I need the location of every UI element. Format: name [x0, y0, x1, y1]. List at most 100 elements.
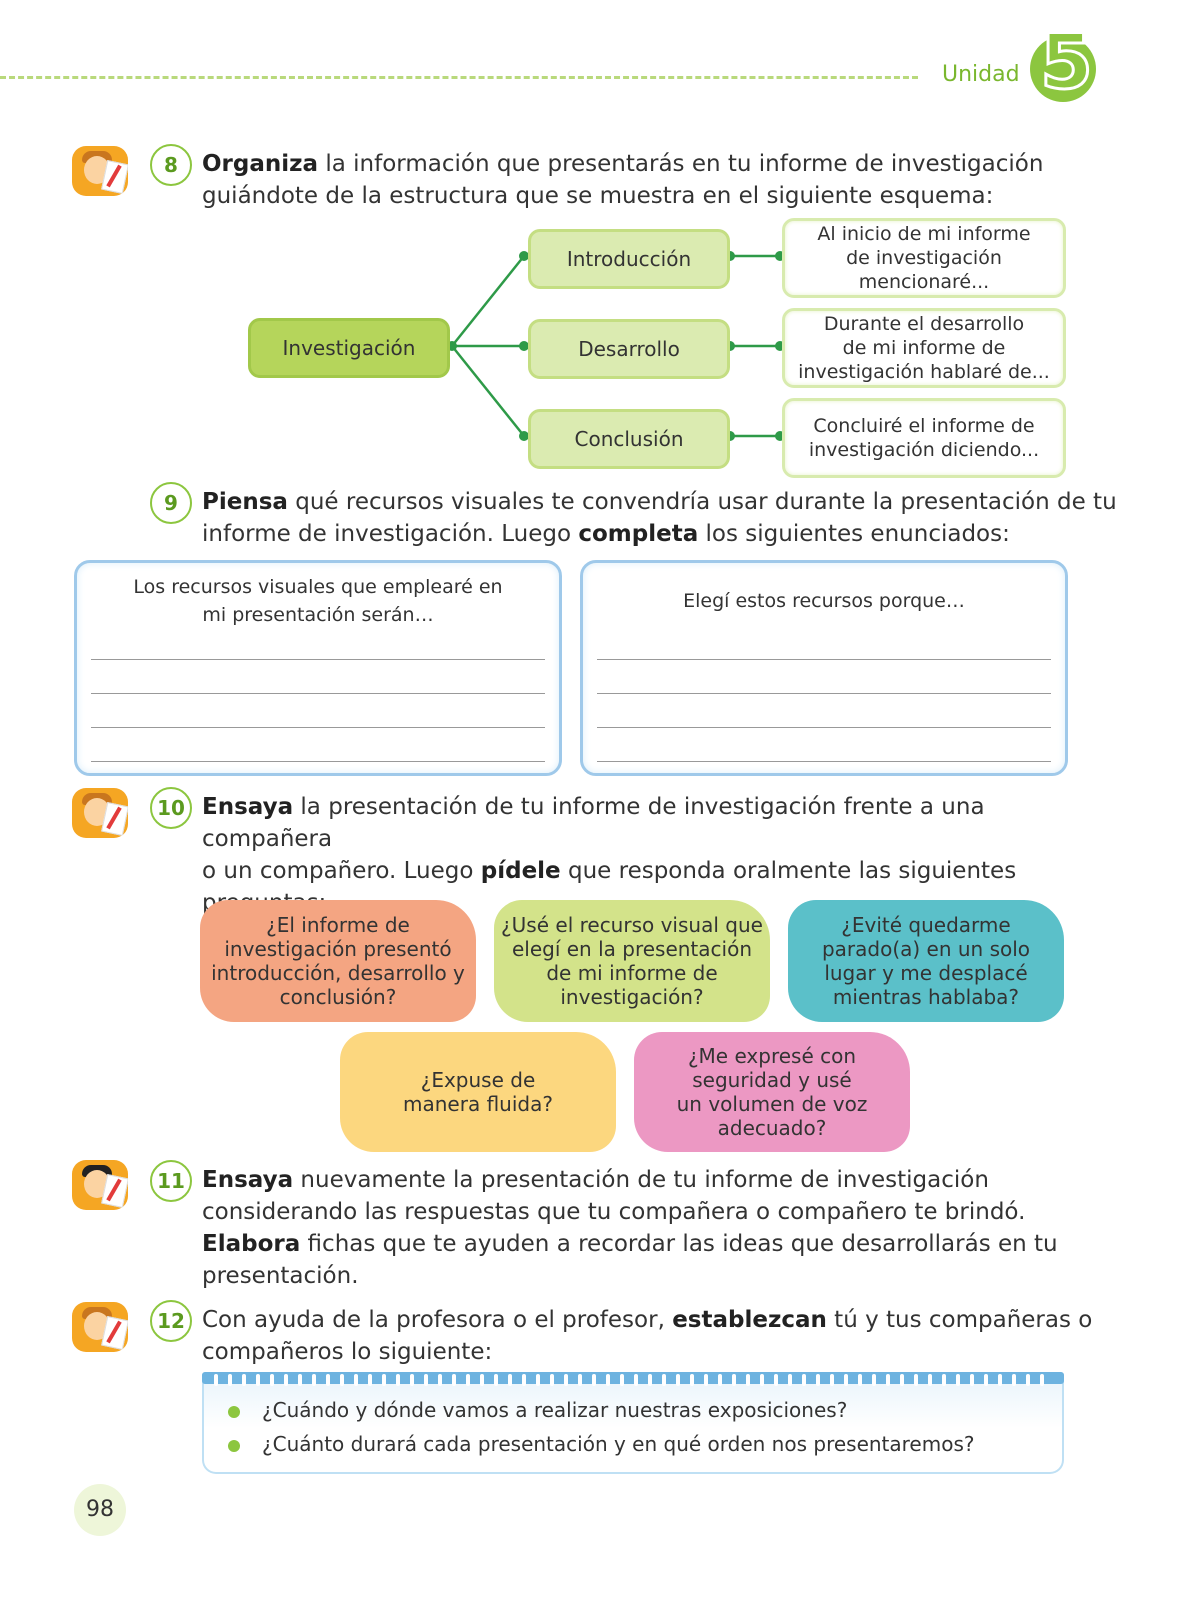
spiral-ring	[1012, 1374, 1016, 1386]
activity-10-bold2: pídele	[480, 858, 561, 884]
bubble-line: elegí en la presentación	[511, 937, 752, 961]
activity-9-text: Piensa qué recursos visuales te convendr…	[202, 486, 1122, 550]
bubble-line: adecuado?	[717, 1116, 827, 1140]
detail-line: investigación diciendo...	[808, 439, 1040, 461]
activity-11-line2: considerando las respuestas que tu compa…	[202, 1199, 1026, 1225]
bubble-line: investigación presentó	[224, 937, 452, 961]
answer-line[interactable]	[91, 659, 545, 660]
spiral-ring	[550, 1374, 554, 1386]
spiral-ring	[494, 1374, 498, 1386]
spiral-ring	[228, 1374, 232, 1386]
diagram-branch-conclusion: Conclusión	[528, 409, 730, 469]
bubble-line: seguridad y usé	[692, 1068, 852, 1092]
spiral-ring	[578, 1374, 582, 1386]
spiral-ring	[1040, 1374, 1044, 1386]
spiral-ring	[340, 1374, 344, 1386]
activity-11-number: 11	[150, 1160, 192, 1202]
activity-10-bold1: Ensaya	[202, 794, 294, 820]
spiral-ring	[452, 1374, 456, 1386]
activity-9-bold1: Piensa	[202, 489, 288, 515]
bullet-icon	[228, 1439, 240, 1452]
spiral-ring	[704, 1374, 708, 1386]
write-box-reasons[interactable]: Elegí estos recursos porque…	[580, 560, 1068, 776]
spiral-ring	[438, 1374, 442, 1386]
checklist-item-text: ¿Cuándo y dónde vamos a realizar nuestra…	[262, 1398, 848, 1422]
detail-line: Al inicio de mi informe	[817, 223, 1031, 245]
notebook-checklist: ¿Cuándo y dónde vamos a realizar nuestra…	[202, 1372, 1064, 1474]
detail-line: investigación hablaré de...	[798, 361, 1050, 383]
spiral-ring	[564, 1374, 568, 1386]
activity-8-bold: Organiza	[202, 151, 319, 177]
activity-8-number: 8	[150, 144, 192, 186]
answer-line[interactable]	[597, 659, 1051, 660]
detail-line: mencionaré...	[858, 271, 990, 293]
spiral-ring	[774, 1374, 778, 1386]
question-bubble-structure: ¿El informe de investigación presentó in…	[200, 900, 476, 1022]
spiral-ring	[746, 1374, 750, 1386]
activity-9-bold2: completa	[578, 521, 699, 547]
write-box-title: Los recursos visuales que emplearé en mi…	[77, 573, 559, 629]
student-reading-icon	[72, 146, 128, 196]
spiral-ring	[984, 1374, 988, 1386]
checklist-item-text: ¿Cuánto durará cada presentación y en qu…	[262, 1432, 975, 1456]
bubble-line: mientras hablaba?	[832, 985, 1020, 1009]
answer-line[interactable]	[91, 727, 545, 728]
question-bubble-visual-resource: ¿Usé el recurso visual que elegí en la p…	[494, 900, 770, 1022]
bubble-line: ¿Usé el recurso visual que	[501, 913, 763, 937]
write-box-title-line: mi presentación serán…	[202, 604, 434, 626]
students-pair-icon	[72, 1302, 128, 1352]
bubble-line: ¿Me expresé con	[687, 1044, 857, 1068]
detail-line: Concluiré el informe de	[813, 415, 1035, 437]
activity-11-rest3: fichas que te ayuden a recordar las idea…	[300, 1231, 1058, 1257]
checklist-item: ¿Cuánto durará cada presentación y en qu…	[228, 1432, 975, 1456]
spiral-ring	[382, 1374, 386, 1386]
spiral-ring	[634, 1374, 638, 1386]
activity-12-text: Con ayuda de la profesora o el profesor,…	[202, 1304, 1102, 1368]
spiral-ring	[648, 1374, 652, 1386]
activity-12-line1a: Con ayuda de la profesora o el profesor,	[202, 1307, 673, 1333]
activity-10-rest1: la presentación de tu informe de investi…	[202, 794, 985, 852]
spiral-ring	[914, 1374, 918, 1386]
spiral-ring	[620, 1374, 624, 1386]
spiral-ring	[592, 1374, 596, 1386]
activity-10-line2a: o un compañero. Luego	[202, 858, 481, 884]
question-bubble-fluency: ¿Expuse de manera fluida?	[340, 1032, 616, 1152]
spiral-ring	[788, 1374, 792, 1386]
spiral-ring	[942, 1374, 946, 1386]
unit-number: 5	[1039, 17, 1095, 106]
write-box-title-line: Los recursos visuales que emplearé en	[133, 576, 503, 598]
spiral-ring	[718, 1374, 722, 1386]
answer-line[interactable]	[91, 761, 545, 762]
activity-12-number: 12	[150, 1300, 192, 1342]
student-writing-icon	[72, 1160, 128, 1210]
diagram-branch-desarrollo: Desarrollo	[528, 319, 730, 379]
bubble-line: ¿Evité quedarme	[841, 913, 1011, 937]
spiral-ring	[830, 1374, 834, 1386]
bubble-line: introducción, desarrollo y	[211, 961, 465, 985]
spiral-ring	[354, 1374, 358, 1386]
bullet-icon	[228, 1405, 240, 1418]
spiral-ring	[872, 1374, 876, 1386]
question-bubble-voice: ¿Me expresé con seguridad y usé un volum…	[634, 1032, 910, 1152]
spiral-ring	[816, 1374, 820, 1386]
question-bubble-movement: ¿Evité quedarme parado(a) en un solo lug…	[788, 900, 1064, 1022]
spiral-ring	[424, 1374, 428, 1386]
answer-line[interactable]	[91, 693, 545, 694]
answer-line[interactable]	[597, 761, 1051, 762]
answer-line[interactable]	[597, 727, 1051, 728]
spiral-ring	[396, 1374, 400, 1386]
bubble-line: conclusión?	[279, 985, 397, 1009]
bubble-line: parado(a) en un solo	[821, 937, 1031, 961]
header-dashed-line	[0, 76, 918, 79]
spiral-ring	[480, 1374, 484, 1386]
write-box-resources[interactable]: Los recursos visuales que emplearé en mi…	[74, 560, 562, 776]
spiral-ring	[368, 1374, 372, 1386]
spiral-ring	[214, 1374, 218, 1386]
answer-line[interactable]	[597, 693, 1051, 694]
spiral-ring	[900, 1374, 904, 1386]
detail-line: de mi informe de	[842, 337, 1006, 359]
spiral-ring	[760, 1374, 764, 1386]
spiral-ring	[690, 1374, 694, 1386]
spiral-ring	[410, 1374, 414, 1386]
detail-line: de investigación	[846, 247, 1002, 269]
